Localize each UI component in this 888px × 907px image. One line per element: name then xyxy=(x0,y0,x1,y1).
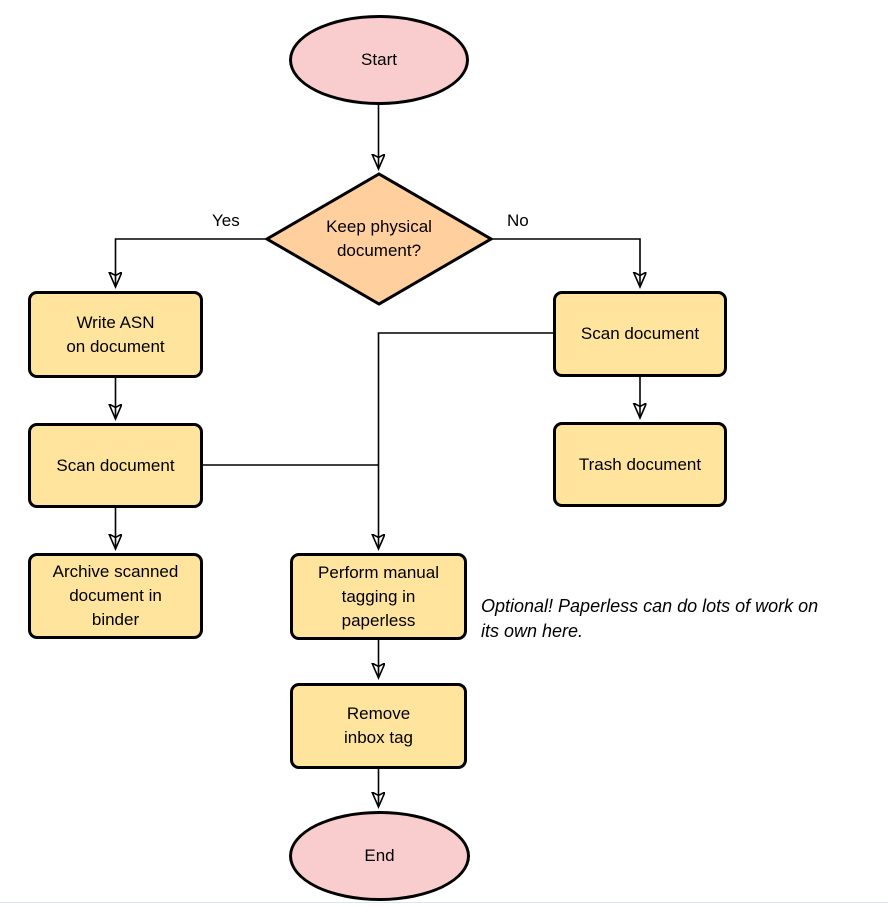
node-end-label: End xyxy=(364,846,395,865)
edge-label-no: No xyxy=(507,211,529,230)
node-remove-inbox-tag: Remove inbox tag xyxy=(290,683,467,769)
node-remove-inbox-tag-label: Remove inbox tag xyxy=(344,704,413,747)
node-write-asn-label: Write ASN on document xyxy=(66,312,165,356)
edge-label-yes: Yes xyxy=(212,211,240,230)
node-trash-document-label: Trash document xyxy=(578,454,702,474)
node-decision-keep-physical: Keep physical document? xyxy=(265,172,493,306)
node-scan-document-right: Scan document xyxy=(553,291,727,377)
edge-decision-no-to-scan-right xyxy=(493,238,640,287)
node-scan-document-left-label: Scan document xyxy=(56,455,175,475)
decision-diamond-shape xyxy=(265,172,493,306)
bottom-divider xyxy=(0,902,888,903)
node-archive-in-binder-label: Archive scanned document in binder xyxy=(52,562,179,629)
node-trash-document: Trash document xyxy=(553,422,727,507)
node-manual-tagging: Perform manual tagging in paperless xyxy=(290,553,467,640)
node-scan-document-right-label: Scan document xyxy=(580,324,700,343)
edge-decision-yes-to-write-asn xyxy=(116,238,265,287)
node-manual-tagging-label: Perform manual tagging in paperless xyxy=(318,562,439,630)
node-scan-document-left: Scan document xyxy=(28,423,203,508)
node-decision-label: Keep physical document? xyxy=(326,217,432,260)
node-end: End xyxy=(289,811,470,901)
node-start: Start xyxy=(289,15,469,105)
node-write-asn: Write ASN on document xyxy=(28,291,203,378)
node-archive-in-binder: Archive scanned document in binder xyxy=(28,553,203,639)
node-start-label: Start xyxy=(361,50,397,69)
optional-note: Optional! Paperless can do lots of work … xyxy=(481,596,819,641)
edge-scan-right-to-tagging xyxy=(379,332,553,549)
